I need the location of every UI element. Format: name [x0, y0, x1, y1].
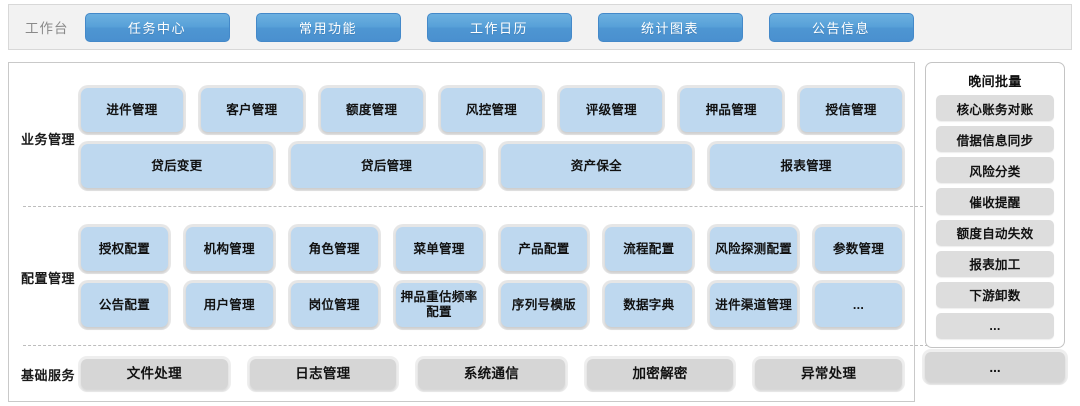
divider-business-config	[23, 206, 928, 207]
module-card-base-1-3[interactable]: 系统通信	[418, 359, 565, 389]
module-card-base-1-4[interactable]: 加密解密	[586, 359, 734, 389]
module-card-config-1-1[interactable]: 授权配置	[81, 227, 168, 271]
module-card-config-2-5[interactable]: 序列号模版	[500, 283, 588, 327]
night-batch-panel: 晚间批量 核心账务对账借据信息同步风险分类催收提醒额度自动失效报表加工下游卸数.…	[925, 62, 1065, 348]
section-config-management: 配置管理 授权配置机构管理角色管理菜单管理产品配置流程配置风险探测配置参数管理公…	[9, 209, 914, 345]
section-rows-business: 进件管理客户管理额度管理风控管理评级管理押品管理授信管理贷后变更贷后管理资产保全…	[81, 88, 914, 188]
night-batch-item-3[interactable]: 风险分类	[936, 157, 1054, 184]
top-tab-1[interactable]: 任务中心	[84, 12, 230, 42]
module-card-config-1-6[interactable]: 流程配置	[605, 227, 693, 271]
section-rows-base: 文件处理日志管理系统通信加密解密异常处理	[81, 359, 914, 389]
module-card-business-2-1[interactable]: 贷后变更	[81, 144, 273, 188]
night-batch-item-5[interactable]: 额度自动失效	[936, 219, 1054, 246]
module-card-config-1-5[interactable]: 产品配置	[500, 227, 588, 271]
module-card-config-2-3[interactable]: 岗位管理	[290, 283, 378, 327]
module-card-business-1-4[interactable]: 风控管理	[440, 88, 543, 132]
module-card-config-1-4[interactable]: 菜单管理	[395, 227, 483, 271]
section-label-base-service: 基础服务	[20, 367, 75, 383]
night-batch-item-1[interactable]: 核心账务对账	[936, 95, 1054, 122]
night-batch-item-4[interactable]: 催收提醒	[936, 188, 1054, 215]
night-batch-title: 晚间批量	[968, 74, 1022, 89]
module-card-business-1-3[interactable]: 额度管理	[320, 88, 423, 132]
module-card-business-1-7[interactable]: 授信管理	[800, 88, 903, 132]
night-batch-item-8[interactable]: ...	[936, 312, 1054, 339]
row-config-1: 授权配置机构管理角色管理菜单管理产品配置流程配置风险探测配置参数管理	[81, 227, 902, 271]
base-service-more-card[interactable]: ...	[925, 352, 1065, 382]
row-business-2: 贷后变更贷后管理资产保全报表管理	[81, 144, 902, 188]
top-tab-3[interactable]: 工作日历	[426, 12, 572, 42]
top-tab-group: 任务中心常用功能工作日历统计图表公告信息	[84, 12, 914, 42]
module-card-config-1-7[interactable]: 风险探测配置	[710, 227, 798, 271]
section-label-config-management: 配置管理	[20, 270, 75, 286]
top-tab-5[interactable]: 公告信息	[768, 12, 914, 42]
section-business-management: 业务管理 进件管理客户管理额度管理风控管理评级管理押品管理授信管理贷后变更贷后管…	[9, 69, 914, 207]
module-card-business-2-2[interactable]: 贷后管理	[290, 144, 483, 188]
module-card-config-2-8[interactable]: ...	[815, 283, 902, 327]
divider-config-base	[23, 345, 928, 346]
section-rows-config: 授权配置机构管理角色管理菜单管理产品配置流程配置风险探测配置参数管理公告配置用户…	[81, 227, 914, 327]
module-card-config-1-8[interactable]: 参数管理	[815, 227, 902, 271]
module-card-config-1-2[interactable]: 机构管理	[185, 227, 273, 271]
module-card-business-2-3[interactable]: 资产保全	[500, 144, 693, 188]
night-batch-item-7[interactable]: 下游卸数	[936, 281, 1054, 308]
module-card-business-1-6[interactable]: 押品管理	[680, 88, 783, 132]
module-card-base-1-5[interactable]: 异常处理	[755, 359, 902, 389]
module-card-business-2-4[interactable]: 报表管理	[710, 144, 902, 188]
module-card-config-2-6[interactable]: 数据字典	[605, 283, 693, 327]
module-card-config-2-1[interactable]: 公告配置	[81, 283, 168, 327]
top-tab-2[interactable]: 常用功能	[255, 12, 401, 42]
row-base-1: 文件处理日志管理系统通信加密解密异常处理	[81, 359, 902, 389]
module-card-config-2-7[interactable]: 进件渠道管理	[710, 283, 798, 327]
module-card-base-1-2[interactable]: 日志管理	[249, 359, 397, 389]
top-navigation-bar: 工作台 任务中心常用功能工作日历统计图表公告信息	[8, 4, 1072, 50]
module-card-config-2-4[interactable]: 押品重估频率配置	[395, 283, 483, 327]
row-business-1: 进件管理客户管理额度管理风控管理评级管理押品管理授信管理	[81, 88, 903, 132]
module-card-business-1-1[interactable]: 进件管理	[81, 88, 183, 132]
night-batch-item-6[interactable]: 报表加工	[936, 250, 1054, 277]
module-card-business-1-5[interactable]: 评级管理	[560, 88, 663, 132]
night-batch-list: 核心账务对账借据信息同步风险分类催收提醒额度自动失效报表加工下游卸数...	[936, 95, 1054, 339]
row-config-2: 公告配置用户管理岗位管理押品重估频率配置序列号模版数据字典进件渠道管理...	[81, 283, 902, 327]
module-card-config-1-3[interactable]: 角色管理	[290, 227, 378, 271]
module-card-config-2-2[interactable]: 用户管理	[185, 283, 273, 327]
module-map-panel: 业务管理 进件管理客户管理额度管理风控管理评级管理押品管理授信管理贷后变更贷后管…	[8, 62, 928, 402]
top-tab-4[interactable]: 统计图表	[597, 12, 743, 42]
workbench-label: 工作台	[25, 21, 69, 36]
module-card-base-1-1[interactable]: 文件处理	[81, 359, 228, 389]
section-base-service: 基础服务 文件处理日志管理系统通信加密解密异常处理	[9, 349, 914, 399]
module-card-business-1-2[interactable]: 客户管理	[200, 88, 303, 132]
night-batch-item-2[interactable]: 借据信息同步	[936, 126, 1054, 153]
section-label-business-management: 业务管理	[20, 131, 75, 147]
